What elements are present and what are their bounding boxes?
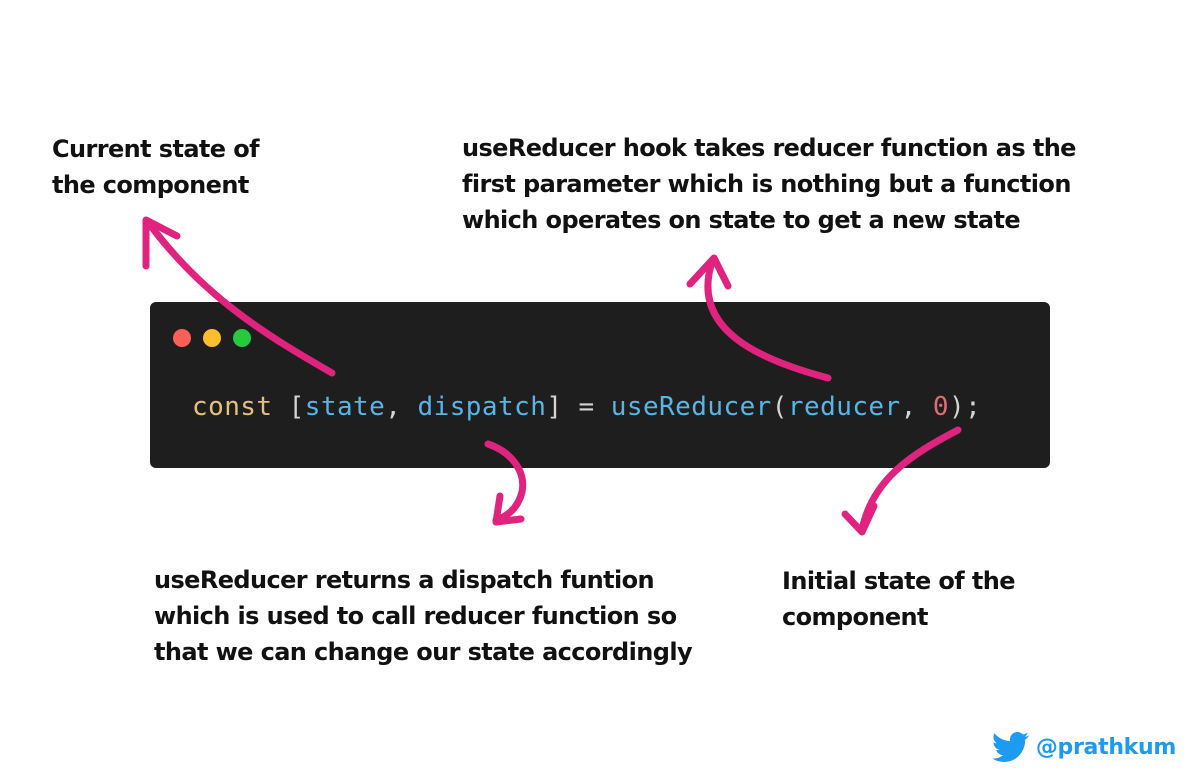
- code-token: 0: [932, 392, 949, 422]
- annotation-line: which is used to call reducer function s…: [154, 602, 677, 630]
- code-token: const: [192, 392, 273, 422]
- annotation-line: useReducer returns a dispatch funtion: [154, 566, 655, 594]
- code-token: ,: [900, 392, 933, 422]
- dispatch-arrow: [484, 440, 527, 524]
- use-reducer-hook-annotation: useReducer hook takes reducer function a…: [462, 130, 1076, 238]
- maximize-dot-icon: [233, 329, 251, 347]
- author-handle-text: @prathkum: [1035, 735, 1176, 760]
- annotation-line: the component: [52, 171, 249, 199]
- current-state-arrow: [144, 218, 336, 377]
- initial-state-arrowhead: [841, 502, 878, 536]
- use-reducer-arrow: [704, 258, 832, 382]
- code-token: =: [562, 392, 611, 422]
- code-window: const [state, dispatch] = useReducer(red…: [150, 302, 1050, 468]
- use-reducer-arrowhead: [686, 254, 732, 290]
- code-token: reducer: [787, 392, 901, 422]
- code-token: (: [771, 392, 788, 422]
- annotation-line: that we can change our state accordingly: [154, 638, 693, 666]
- code-token: dispatch: [417, 392, 547, 422]
- code-token: useReducer: [610, 392, 772, 422]
- annotation-line: which operates on state to get a new sta…: [462, 206, 1021, 234]
- current-state-arrowhead: [142, 216, 181, 270]
- annotation-line: Initial state of the: [782, 567, 1016, 595]
- twitter-bird-icon: [992, 732, 1029, 762]
- annotation-line: component: [782, 603, 929, 631]
- close-dot-icon: [173, 329, 191, 347]
- minimize-dot-icon: [203, 329, 221, 347]
- annotation-line: useReducer hook takes reducer function a…: [462, 134, 1076, 162]
- initial-state-arrow: [858, 426, 962, 534]
- code-token: [: [288, 392, 305, 422]
- code-line: const [state, dispatch] = useReducer(red…: [192, 389, 981, 425]
- dispatch-annotation: useReducer returns a dispatch funtion wh…: [154, 562, 693, 670]
- code-token: state: [304, 392, 386, 422]
- code-token: ,: [385, 392, 418, 422]
- annotation-line: Current state of: [52, 135, 260, 163]
- annotation-line: first parameter which is nothing but a f…: [462, 170, 1071, 198]
- code-token: );: [948, 392, 982, 422]
- code-token: ]: [546, 392, 563, 422]
- initial-state-annotation: Initial state of the component: [782, 563, 1016, 635]
- author-handle: @prathkum: [992, 732, 1176, 763]
- current-state-annotation: Current state of the component: [52, 131, 260, 203]
- dispatch-arrowhead: [492, 492, 525, 526]
